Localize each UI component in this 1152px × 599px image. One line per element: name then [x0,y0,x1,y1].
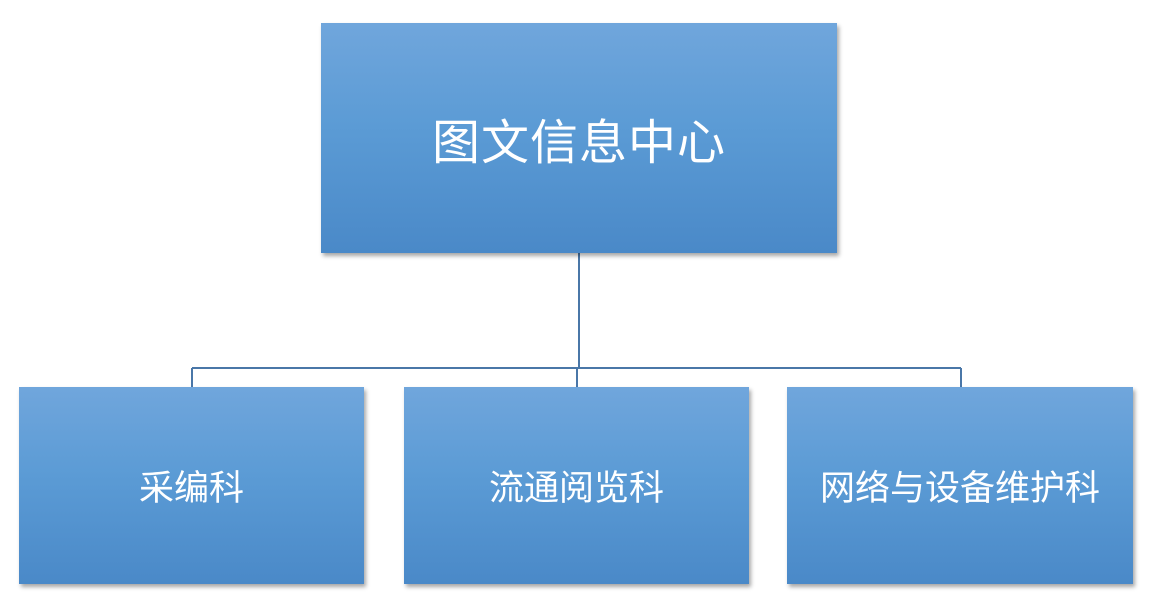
child-node-label: 采编科 [138,469,244,509]
child-node-label: 流通阅览科 [488,469,664,509]
child-node-acquisition: 采编科 [19,387,364,584]
root-node: 图文信息中心 [321,23,837,253]
child-node-network-maintenance: 网络与设备维护科 [787,387,1133,584]
child-node-circulation: 流通阅览科 [404,387,749,584]
child-node-label: 网络与设备维护科 [819,469,1100,509]
root-node-label: 图文信息中心 [431,115,726,171]
